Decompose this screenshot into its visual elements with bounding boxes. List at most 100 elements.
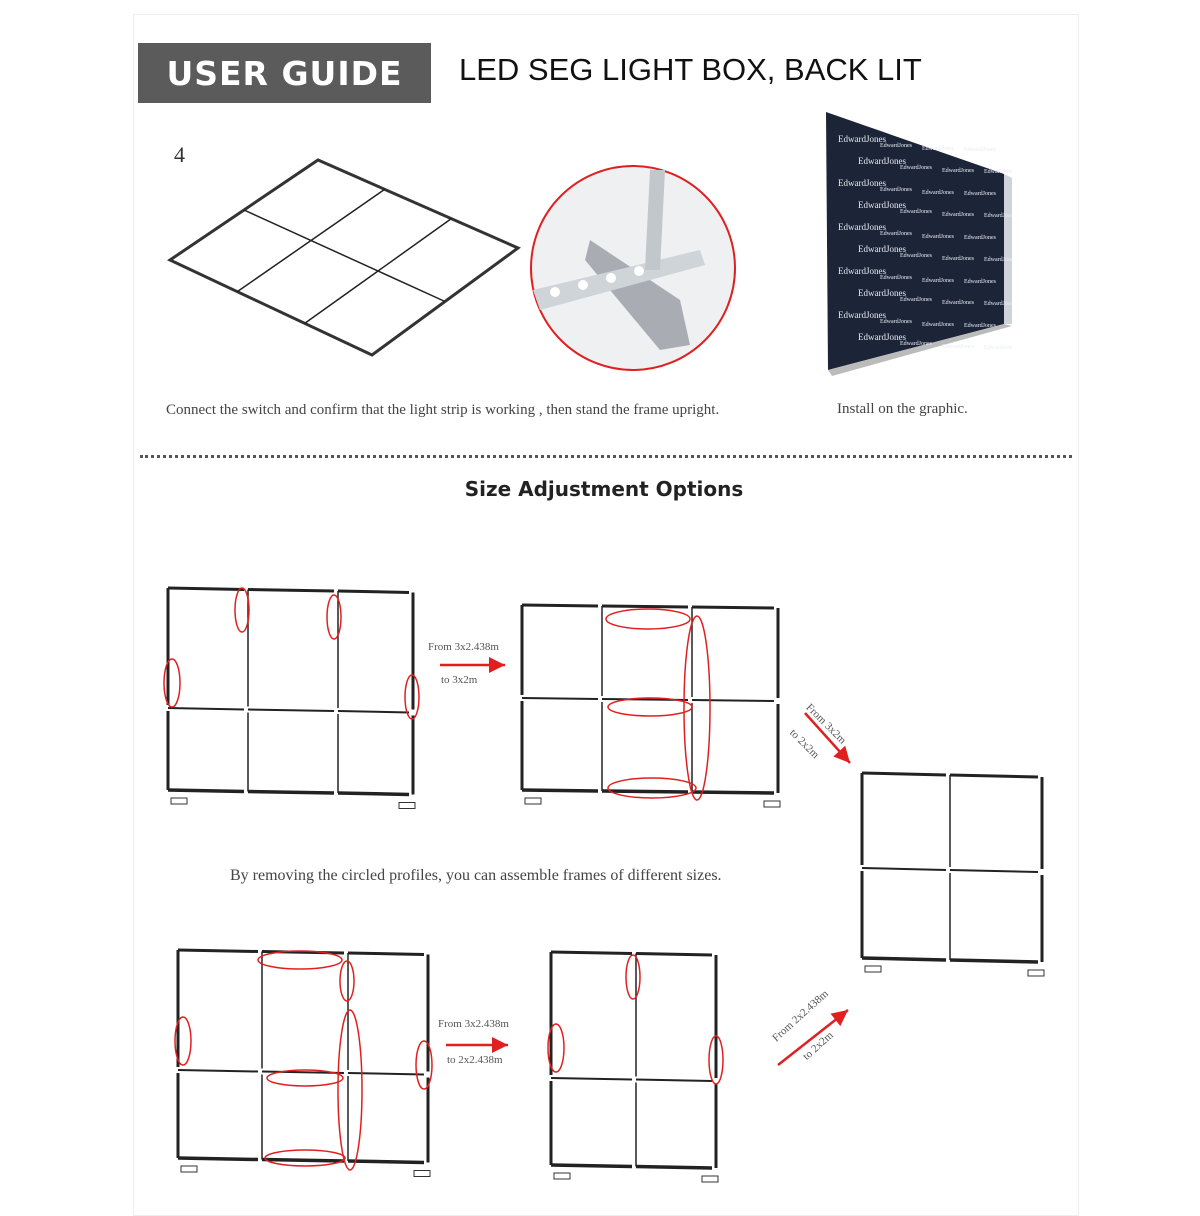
brand-logo: EdwardJones [900,253,933,259]
frame-foot [701,1175,719,1183]
foot-plate [585,240,690,350]
brand-logo: EdwardJones [900,209,933,215]
step-number: 4 [174,142,185,167]
user-guide-badge: USER GUIDE [138,43,431,103]
frame-profile [167,788,245,794]
frame-profile [691,790,775,795]
brand-logo: EdwardJones [900,165,933,171]
frame-profile [521,697,599,700]
page-title: LED SEG LIGHT BOX, BACK LIT [459,52,922,87]
removal-circle [266,1069,344,1087]
frame-profile [177,948,259,953]
led-light [578,280,588,290]
brand-logo: EdwardJones [942,300,975,306]
arrow1-to: to 3x2m [441,674,478,686]
frame-profile [861,771,947,777]
frame-profile [550,1077,633,1081]
frame-profile [949,958,1039,964]
frame-foot [864,965,882,973]
brand-logo: EdwardJones [880,275,913,281]
brand-logo: EdwardJones [964,147,997,153]
frame-profile [261,1157,345,1163]
removal-circle [174,1016,192,1066]
frame-profile [550,950,633,955]
brand-logo: EdwardJones [838,266,886,276]
frame-profile [691,605,775,610]
brand-logo: EdwardJones [858,332,906,342]
removal-circle [415,1040,433,1090]
brand-logo: EdwardJones [900,341,933,347]
removal-circle [264,1149,346,1167]
frame-foot [180,1165,198,1173]
brand-logo: EdwardJones [880,231,913,237]
brand-logo: EdwardJones [858,288,906,298]
brand-logo: EdwardJones [838,222,886,232]
arrow-head-icon [492,1037,508,1053]
brand-logo: EdwardJones [964,323,997,329]
frame-profile [550,1163,633,1169]
frame-profile [635,1164,713,1170]
arrow1-from: From 3x2.438m [428,641,499,653]
section-heading: Size Adjustment Options [464,477,744,501]
frame-profile [861,867,947,871]
frame-profile [635,952,713,957]
frame-profile [337,710,410,714]
dotted-divider [140,455,1072,458]
arrow-head-icon [830,1010,848,1027]
brand-logo: EdwardJones [858,244,906,254]
brand-logo: EdwardJones [858,200,906,210]
brand-logo: EdwardJones [922,146,955,152]
brand-logo: EdwardJones [880,319,913,325]
brand-logo: EdwardJones [964,191,997,197]
frame-profile [521,603,599,608]
frame-profile [243,209,446,303]
brand-logo: EdwardJones [900,297,933,303]
brand-logo: EdwardJones [984,345,1012,351]
brand-logo: EdwardJones [984,213,1012,219]
removal-circle [339,960,355,1002]
frame-profile [949,869,1039,873]
removal-circle [607,777,697,799]
brand-logo: EdwardJones [922,190,955,196]
section-note: By removing the circled profiles, you ca… [230,867,722,884]
brand-logo: EdwardJones [942,168,975,174]
frame-foot [170,797,188,805]
removal-circle [605,608,691,630]
brand-logo: EdwardJones [984,301,1012,307]
frame-profile [247,588,335,593]
frame-profile [247,708,335,712]
assembled-frame [166,158,521,357]
brand-logo: EdwardJones [942,344,975,350]
frame-profile [635,1078,713,1082]
brand-logo: EdwardJones [964,279,997,285]
graphic-caption: Install on the graphic. [837,401,968,417]
arrow3-to: to 2x2.438m [447,1054,503,1066]
brand-logo: EdwardJones [964,235,997,241]
removal-circle [547,1023,565,1073]
brand-logo: EdwardJones [942,256,975,262]
frame-profile [177,1069,259,1073]
led-light [606,273,616,283]
frame-profile [247,789,335,795]
removal-circle [607,697,693,717]
removal-circle [404,674,420,720]
brand-logo: EdwardJones [922,322,955,328]
frame-profile [177,1156,259,1162]
frame-profile [337,791,410,797]
brand-logo: EdwardJones [922,234,955,240]
brand-logo: EdwardJones [942,212,975,218]
brand-logo: EdwardJones [838,310,886,320]
upright-profile [645,170,665,270]
brand-logo: EdwardJones [838,178,886,188]
frame-profile [601,789,689,794]
frame-foot [1027,969,1045,977]
arrow-head-icon [833,745,850,763]
frame-profile [949,773,1039,779]
frame-foot [413,1170,431,1177]
removal-circle [163,658,181,708]
removal-circle [337,1009,363,1171]
frame-profile [347,951,425,956]
removal-circle [234,587,250,633]
